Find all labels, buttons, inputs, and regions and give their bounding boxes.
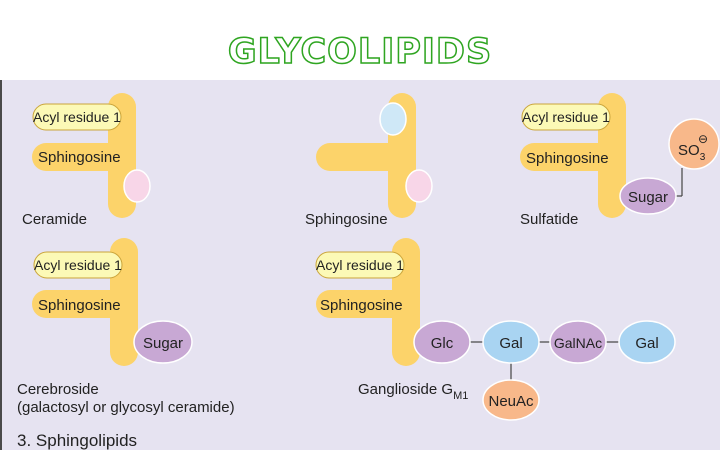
cerebroside-sphingosine-label: Sphingosine [38,297,121,314]
sulfatide-group: Acyl residue 1 Sphingosine SO3 ⊖ Sugar S… [520,93,720,228]
figure-caption: 3. Sphingolipids [17,431,137,450]
ganglioside-sphingosine-arm [316,290,420,318]
gal-label-1: Gal [499,335,522,352]
ganglioside-name: Ganglioside GM1 [358,381,468,402]
sulfatide-sugar [619,177,677,215]
ceramide-head-group [123,169,151,203]
galnac-unit [549,320,607,364]
sulfatide-sugar-label: Sugar [628,189,668,206]
sphingosine-top-head [379,102,407,136]
ceramide-sphingosine-arm [32,143,136,171]
cerebroside-group: Acyl residue 1 Sphingosine Sugar Cerebro… [17,238,235,416]
gal-unit-1 [482,320,540,364]
sulfatide-name: Sulfatide [520,211,578,228]
ceramide-sphingosine-label: Sphingosine [38,149,121,166]
ceramide-acyl-label: Acyl residue 1 [33,109,121,125]
galnac-label: GalNAc [554,335,602,351]
ganglioside-acyl-box [315,251,405,279]
ceramide-name: Ceramide [22,211,87,228]
cerebroside-sugar-label: Sugar [143,335,183,352]
sphingosine-name: Sphingosine [305,211,388,228]
ganglioside-sphingosine-label: Sphingosine [320,297,403,314]
glc-label: Glc [431,335,454,352]
panel-left-border [0,80,2,450]
neuac-label: NeuAc [488,393,534,410]
cerebroside-subname: (galactosyl or glycosyl ceramide) [17,399,235,416]
ceramide-acyl-box [32,103,122,131]
ganglioside-acyl-label: Acyl residue 1 [316,257,404,273]
glc-unit [413,320,471,364]
sulfate-label: SO3 [678,142,706,163]
sulfatide-acyl-box [521,103,611,131]
cerebroside-sugar [133,320,193,364]
sphingosine-bottom-head [405,169,433,203]
sulfate-group [668,118,720,170]
cerebroside-sphingosine-arm [32,290,138,318]
gal-label-2: Gal [635,335,658,352]
ganglioside-group: Acyl residue 1 Sphingosine Glc Gal GalNA… [315,238,676,421]
sulfatide-sphingosine-arm [520,143,626,171]
sphingosine-group: Sphingosine [305,93,433,228]
gal-unit-2 [618,320,676,364]
cerebroside-acyl-box [33,251,123,279]
sulfatide-sphingosine-label: Sphingosine [526,150,609,167]
page-title: GLYCOLIPIDS [227,31,493,73]
ceramide-group: Acyl residue 1 Sphingosine Ceramide [22,93,151,228]
sulfate-charge: ⊖ [698,132,708,146]
neuac-unit [482,379,540,421]
sulfatide-acyl-label: Acyl residue 1 [522,109,610,125]
cerebroside-acyl-label: Acyl residue 1 [34,257,122,273]
sphingosine-arm [316,143,416,171]
cerebroside-name: Cerebroside [17,381,99,398]
